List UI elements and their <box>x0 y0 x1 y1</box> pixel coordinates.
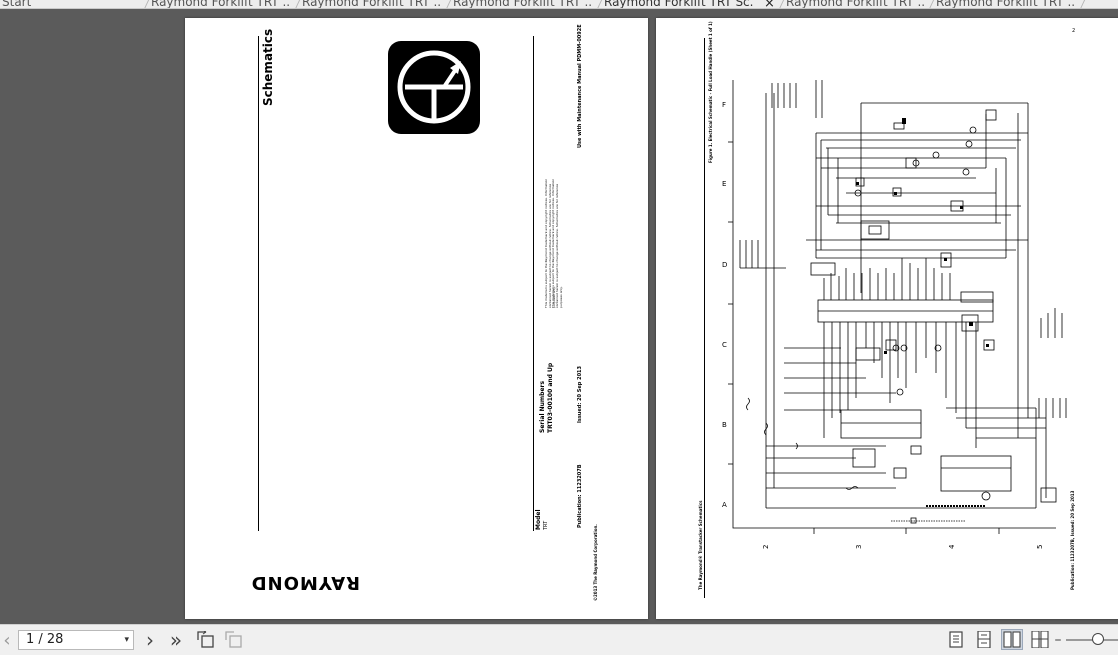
zoom-out-button[interactable]: – <box>1054 632 1062 648</box>
tab-document-active[interactable]: Raymond Forklift TRT Sc... <box>604 0 754 9</box>
raymond-logo <box>388 41 480 134</box>
row-label-e: E <box>722 180 727 188</box>
copyright: ©2013 The Raymond Corporation. <box>593 524 598 601</box>
tab-document-1[interactable]: Raymond Forklift TRT ... <box>151 0 291 9</box>
single-page-view-icon[interactable] <box>947 631 965 648</box>
continuous-view-icon[interactable] <box>975 630 993 649</box>
tab-separator <box>143 0 150 8</box>
tab-bar: Start Raymond Forklift TRT ... Raymond F… <box>0 0 1118 9</box>
next-page-button[interactable]: › <box>146 628 154 652</box>
extract-page-icon[interactable] <box>225 631 243 648</box>
rotate-page-icon[interactable] <box>197 629 215 648</box>
tab-document-5[interactable]: Raymond Forklift TRT ... <box>786 0 926 9</box>
previous-page-button[interactable]: ‹ <box>3 629 11 651</box>
row-label-b: B <box>722 421 727 429</box>
row-label-f: F <box>722 101 727 109</box>
divider <box>704 38 705 598</box>
two-page-continuous-view-icon[interactable] <box>1031 630 1049 649</box>
tab-separator <box>928 0 935 8</box>
tab-document-3[interactable]: Raymond Forklift TRT ... <box>453 0 593 9</box>
last-page-button[interactable]: » <box>169 628 183 652</box>
tab-document-2[interactable]: Raymond Forklift TRT ... <box>302 0 442 9</box>
legal-notice-2: This material is subject to the Raymond … <box>551 178 563 308</box>
chevron-down-icon: ▾ <box>124 635 129 645</box>
divider <box>258 36 259 531</box>
model-label: Model <box>535 509 542 530</box>
viewer-toolbar: ‹ 1 / 28 ▾ › » – <box>0 624 1118 655</box>
document-page-cover: Schematics RAYMOND Use with Maintenance … <box>185 18 648 619</box>
document-page-schematic: 2 Figure 1. Electrical Schematic - Full … <box>656 18 1118 619</box>
tab-separator <box>445 0 452 8</box>
page-heading: Schematics <box>261 28 275 106</box>
tab-separator <box>596 0 603 8</box>
zoom-slider-thumb[interactable] <box>1092 633 1104 645</box>
serial-value: TRT03-00100 and Up <box>547 362 554 433</box>
page-number-value: 1 / 28 <box>26 632 64 647</box>
schematic-diagram <box>728 80 1067 534</box>
brand-wordmark: RAYMOND <box>250 572 360 593</box>
issued-date: Issued: 20 Sep 2013 <box>577 365 583 423</box>
row-label-a: A <box>722 501 727 509</box>
row-label-c: C <box>722 341 727 349</box>
tab-start[interactable]: Start <box>2 0 32 9</box>
close-tab-icon[interactable]: × <box>764 0 775 9</box>
divider <box>533 36 534 531</box>
publication-number: Publication: 1123207B <box>577 464 583 528</box>
tab-separator <box>294 0 301 8</box>
document-workarea[interactable]: Schematics RAYMOND Use with Maintenance … <box>0 10 1118 624</box>
tab-document-6[interactable]: Raymond Forklift TRT ... <box>936 0 1076 9</box>
use-with-note: Use with Maintenance Manual PDMM-0092E <box>577 24 583 148</box>
tab-separator <box>1079 0 1086 8</box>
page-number: 2 <box>1072 28 1076 34</box>
two-page-view-icon[interactable] <box>1001 629 1023 650</box>
serial-label: Serial Numbers <box>539 380 546 433</box>
model-value: TRT <box>543 520 549 530</box>
page-number-select[interactable]: 1 / 28 ▾ <box>18 630 134 650</box>
tab-separator <box>778 0 785 8</box>
row-label-d: D <box>722 261 728 269</box>
